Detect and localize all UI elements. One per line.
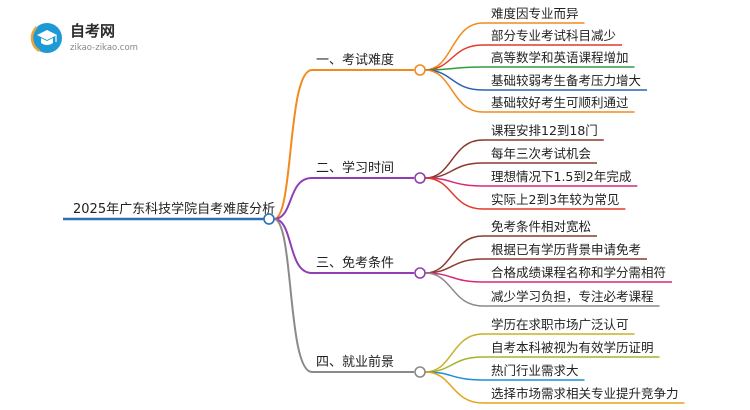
branch-node[interactable]: 一、考试难度 <box>312 52 426 76</box>
connector-lines <box>273 22 484 404</box>
branch-nodes: 一、考试难度 难度因专业而异部分专业考试科目减少高等数学和英语课程增加基础较弱考生… <box>312 6 685 404</box>
leaf-label: 基础较弱考生备考压力增大 <box>491 73 641 88</box>
branch-node-circle[interactable] <box>414 366 426 378</box>
leaf-label: 热门行业需求大 <box>491 363 579 378</box>
branch-to-leaf-connector <box>424 139 484 179</box>
root-node-circle[interactable] <box>263 213 275 225</box>
leaf-node[interactable]: 高等数学和英语课程增加 <box>483 50 635 68</box>
leaf-label: 课程安排12到18门 <box>491 123 598 138</box>
leaf-node[interactable]: 难度因专业而异 <box>483 6 585 24</box>
leaf-label: 理想情况下1.5到2年完成 <box>491 169 631 184</box>
leaf-node[interactable]: 基础较弱考生备考压力增大 <box>483 73 648 91</box>
root-to-branch-connector <box>273 218 313 274</box>
leaf-node[interactable]: 自考本科被视为有效学历证明 <box>483 340 660 358</box>
root-node[interactable]: 2025年广东科技学院自考难度分析 <box>63 201 275 225</box>
leaf-label: 每年三次考试机会 <box>491 146 592 161</box>
branch-label: 四、就业前景 <box>316 354 394 370</box>
leaf-node[interactable]: 课程安排12到18门 <box>483 123 604 141</box>
leaf-label: 难度因专业而异 <box>491 6 579 21</box>
branch-label: 一、考试难度 <box>316 52 394 68</box>
branch-node[interactable]: 三、免考条件 <box>312 255 426 279</box>
leaf-label: 基础较好考生可顺利通过 <box>491 95 629 110</box>
logo-domain: zikao-zikao.com <box>70 43 138 53</box>
leaf-node[interactable]: 合格成绩课程名称和学分需相符 <box>483 265 673 283</box>
branch-label: 三、免考条件 <box>316 255 394 271</box>
leaf-label: 高等数学和英语课程增加 <box>491 50 629 65</box>
branch-to-leaf-connector <box>424 371 484 404</box>
branch-to-leaf-connector <box>424 44 484 71</box>
root-label: 2025年广东科技学院自考难度分析 <box>73 201 275 217</box>
branch-to-leaf-connector <box>424 69 484 91</box>
branch-node-circle[interactable] <box>414 267 426 279</box>
root-to-branch-connector <box>273 177 313 220</box>
root-to-branch-connector <box>273 218 313 373</box>
branch-to-leaf-connector <box>424 235 484 274</box>
branch-to-leaf-connector <box>424 333 484 373</box>
branch-to-leaf-connector <box>424 69 484 113</box>
leaf-label: 学历在求职市场广泛认可 <box>491 317 629 332</box>
branch-label: 二、学习时间 <box>316 160 394 176</box>
leaf-node[interactable]: 基础较好考生可顺利通过 <box>483 95 635 113</box>
leaf-node[interactable]: 选择市场需求相关专业提升竞争力 <box>483 386 685 404</box>
leaf-node[interactable]: 热门行业需求大 <box>483 363 585 381</box>
branch-to-leaf-connector <box>424 177 484 210</box>
leaf-label: 部分专业考试科目减少 <box>491 28 616 43</box>
leaf-node[interactable]: 学历在求职市场广泛认可 <box>483 317 635 335</box>
leaf-node[interactable]: 部分专业考试科目减少 <box>483 28 623 46</box>
graduation-cap-icon <box>30 21 64 55</box>
root-to-branch-connector <box>273 69 313 220</box>
leaf-node[interactable]: 减少学习负担，专注必考课程 <box>483 289 660 307</box>
leaf-label: 自考本科被视为有效学历证明 <box>491 340 654 355</box>
branch-node[interactable]: 二、学习时间 <box>312 160 426 184</box>
branch-node-circle[interactable] <box>414 64 426 76</box>
branch-node[interactable]: 四、就业前景 <box>312 354 426 378</box>
leaf-label: 免考条件相对宽松 <box>491 219 591 234</box>
leaf-label: 减少学习负担，专注必考课程 <box>491 289 654 304</box>
leaf-node[interactable]: 根据已有学历背景申请免考 <box>483 242 648 260</box>
branch-to-leaf-connector <box>424 272 484 307</box>
logo-brand-name: 自考网 <box>70 22 115 40</box>
leaf-node[interactable]: 免考条件相对宽松 <box>483 219 598 237</box>
leaf-node[interactable]: 理想情况下1.5到2年完成 <box>483 169 638 187</box>
leaf-label: 根据已有学历背景申请免考 <box>491 242 641 257</box>
branch-to-leaf-connector <box>424 22 484 71</box>
leaf-label: 实际上2到3年较为常见 <box>491 192 619 207</box>
site-logo[interactable]: 自考网 zikao-zikao.com <box>27 18 138 59</box>
leaf-node[interactable]: 每年三次考试机会 <box>483 146 598 164</box>
branch-node-circle[interactable] <box>414 172 426 184</box>
leaf-node[interactable]: 实际上2到3年较为常见 <box>483 192 626 210</box>
leaf-label: 选择市场需求相关专业提升竞争力 <box>491 386 679 401</box>
leaf-label: 合格成绩课程名称和学分需相符 <box>491 265 666 280</box>
